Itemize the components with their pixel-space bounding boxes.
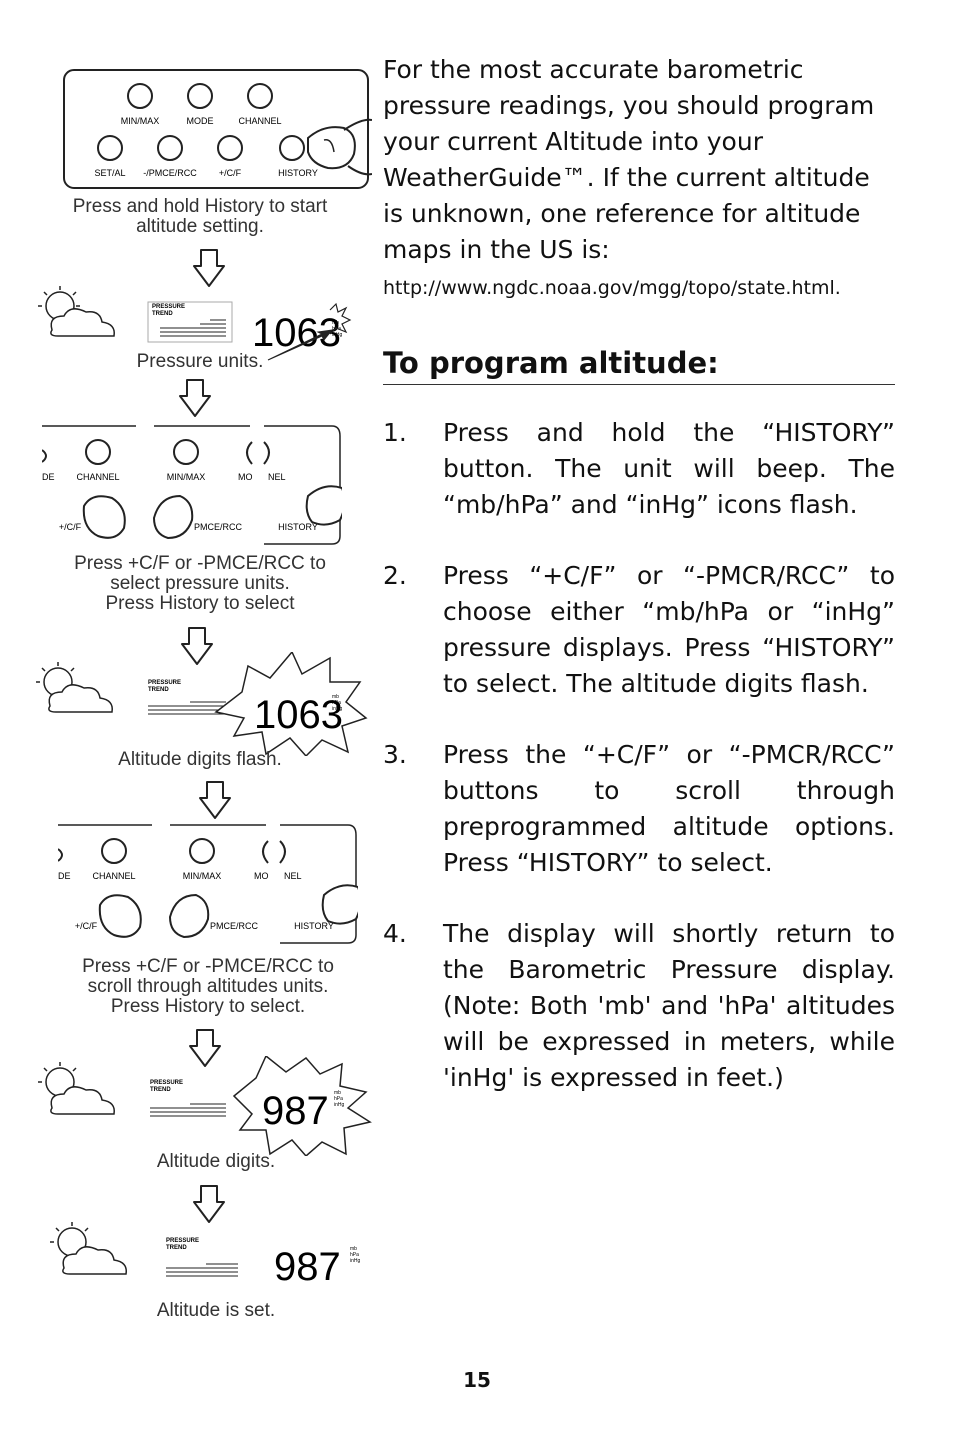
unit-inhg-label: inHg — [350, 1258, 361, 1264]
figure-column: MIN/MAX MODE CHANNEL SET/AL -/PMCE/RCC +… — [30, 60, 375, 1350]
button-panel-partial-figure: DE CHANNEL MIN/MAX MO NEL +/C/F PMCE/RCC… — [42, 425, 342, 545]
caption-step-6: Altitude digits. — [156, 1151, 276, 1172]
channel-label: CHANNEL — [92, 871, 135, 881]
mo-label: MO — [238, 472, 253, 482]
down-arrow-icon — [179, 379, 211, 417]
unit-hpa-label: hPa — [350, 1252, 359, 1258]
down-arrow-icon — [189, 1029, 221, 1067]
nel-label: NEL — [268, 472, 286, 482]
channel-button[interactable] — [247, 83, 273, 109]
caption-step-1: Press and hold History to start altitude… — [72, 196, 328, 237]
unit-hpa-label: hPa — [332, 700, 341, 706]
unit-hpa-label: hPa — [332, 326, 341, 332]
set-al-button[interactable] — [97, 135, 123, 161]
altitude-reading: 987 — [274, 1245, 341, 1289]
caption-step-2: Pressure units. — [136, 351, 264, 372]
min-max-button[interactable] — [189, 838, 215, 864]
step-item: 4.The display will shortly return to the… — [383, 919, 895, 1092]
lcd-altitude-flash-figure: PRESSURE TREND 1063 mb hPa inHg — [36, 652, 368, 756]
pmce-rcc-button[interactable] — [157, 135, 183, 161]
weather-sun-cloud-icon — [38, 1062, 115, 1115]
page-number: 15 — [463, 1368, 491, 1392]
intro-paragraph: For the most accurate barometric pressur… — [383, 55, 875, 264]
caption-step-7: Altitude is set. — [156, 1300, 276, 1321]
channel-label: CHANNEL — [76, 472, 119, 482]
history-label: HISTORY — [278, 168, 318, 178]
button-panel-partial-figure: DE CHANNEL MIN/MAX MO NEL +/C/F PMCE/RCC… — [58, 824, 358, 944]
pressure-label: PRESSURE — [150, 1080, 183, 1086]
flash-burst-icon — [329, 302, 352, 335]
weather-sun-cloud-icon — [50, 1222, 127, 1275]
plus-cf-label: +/C/F — [219, 168, 242, 178]
min-max-label: MIN/MAX — [167, 472, 206, 482]
down-arrow-icon — [199, 781, 231, 819]
altitude-reading: 987 — [262, 1089, 329, 1133]
history-button[interactable] — [279, 135, 305, 161]
flash-burst-icon — [232, 1056, 372, 1156]
nel-label: NEL — [284, 871, 302, 881]
trend-label: TREND — [150, 1087, 171, 1093]
caption-step-5: Press +C/F or -PMCE/RCC to scroll throug… — [82, 956, 334, 1017]
channel-label: CHANNEL — [238, 116, 281, 126]
button-panel-figure: MIN/MAX MODE CHANNEL SET/AL -/PMCE/RCC +… — [63, 69, 372, 189]
plus-cf-label: +/C/F — [75, 921, 98, 931]
trend-label: TREND — [166, 1245, 187, 1251]
altitude-reading: 1063 — [254, 693, 343, 737]
finger-press-icon — [307, 118, 372, 176]
pressure-label: PRESSURE — [152, 304, 185, 310]
lcd-pressure-units-figure: PRESSURE TREND 1063 mb hPa inHg — [38, 286, 352, 361]
plus-cf-button[interactable] — [217, 135, 243, 161]
min-max-label: MIN/MAX — [121, 116, 160, 126]
caption-step-3: Press +C/F or -PMCE/RCC to select pressu… — [74, 553, 326, 614]
unit-inhg-label: inHg — [332, 332, 343, 338]
unit-inhg-label: inHg — [332, 706, 343, 712]
trend-label: TREND — [152, 311, 173, 317]
flash-burst-icon — [214, 652, 368, 756]
trend-label: TREND — [148, 687, 169, 693]
channel-button[interactable] — [85, 439, 111, 465]
min-max-label: MIN/MAX — [183, 871, 222, 881]
mode-label: MODE — [187, 116, 214, 126]
weather-sun-cloud-icon — [36, 662, 113, 713]
pmce-rcc-label: PMCE/RCC — [194, 522, 243, 532]
section-heading: To program altitude: — [383, 344, 895, 385]
mo-label: MO — [254, 871, 269, 881]
de-label: DE — [42, 472, 55, 482]
history-label: HISTORY — [294, 921, 334, 931]
steps-list: 1.Press and hold the “HISTORY” button. T… — [383, 415, 895, 1096]
caption-step-4: Altitude digits flash. — [118, 749, 282, 770]
reference-url[interactable]: http://www.ngdc.noaa.gov/mgg/topo/state.… — [383, 277, 841, 299]
step-item: 1.Press and hold the “HISTORY” button. T… — [383, 418, 895, 519]
finger-press-icon — [82, 485, 342, 540]
min-max-button[interactable] — [127, 83, 153, 109]
unit-inhg-label: inHg — [334, 1102, 345, 1108]
down-arrow-icon — [193, 1185, 225, 1223]
unit-mb-label: mb — [332, 694, 339, 700]
history-label: HISTORY — [278, 522, 318, 532]
pressure-label: PRESSURE — [166, 1238, 199, 1244]
channel-button[interactable] — [101, 838, 127, 864]
pointer-arrow-icon — [267, 329, 334, 361]
unit-hpa-label: hPa — [334, 1096, 343, 1102]
down-arrow-icon — [181, 627, 213, 665]
step-item: 2.Press “+C/F” or “-PMCR/RCC” to choose … — [383, 561, 895, 698]
unit-mb-label: mb — [350, 1246, 357, 1252]
unit-mb-label: mb — [334, 1090, 341, 1096]
pressure-label: PRESSURE — [148, 680, 181, 686]
mode-button[interactable] — [187, 83, 213, 109]
unit-mb-label: mb — [332, 320, 339, 326]
plus-cf-label: +/C/F — [59, 522, 82, 532]
pmce-rcc-label: -/PMCE/RCC — [143, 168, 197, 178]
down-arrow-icon — [193, 249, 225, 287]
lcd-altitude-digits-figure: PRESSURE TREND 987 mb hPa inHg — [38, 1056, 372, 1156]
instruction-column: For the most accurate barometric pressur… — [383, 52, 895, 1131]
min-max-button[interactable] — [173, 439, 199, 465]
step-item: 3.Press the “+C/F” or “-PMCR/RCC” button… — [383, 740, 895, 877]
de-label: DE — [58, 871, 71, 881]
lcd-altitude-set-figure: PRESSURE TREND 987 mb hPa inHg — [50, 1222, 361, 1289]
set-al-label: SET/AL — [94, 168, 125, 178]
weather-sun-cloud-icon — [38, 286, 115, 337]
finger-press-icon — [98, 884, 358, 939]
pmce-rcc-label: PMCE/RCC — [210, 921, 259, 931]
